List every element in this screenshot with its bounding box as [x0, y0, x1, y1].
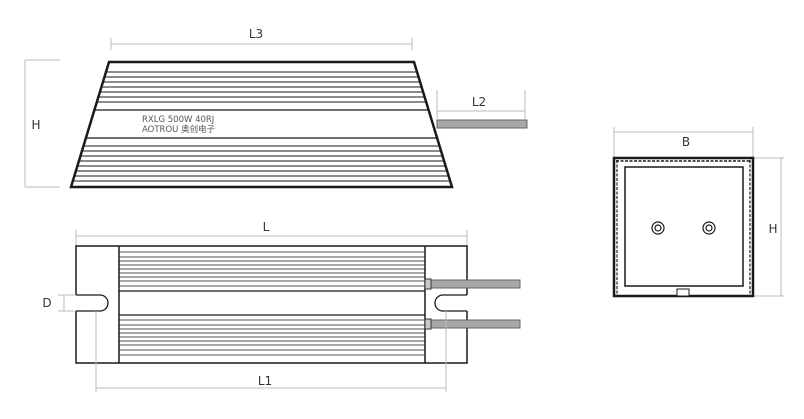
l3-dimension: L3: [110, 27, 413, 50]
finned-body: [118, 246, 426, 363]
side-lead-wire: [436, 119, 528, 129]
l2-label: L2: [472, 95, 486, 109]
right-terminal-icon: [702, 221, 716, 235]
end-housing-inner: [624, 166, 744, 287]
brand-label: AOTROU 奥创电子: [142, 124, 216, 135]
trapezoid-body: RXLG 500W 40RJ AOTROU 奥创电子: [69, 60, 454, 189]
top-fins: [95, 71, 428, 111]
b-dimension: B: [613, 127, 754, 158]
lower-lead-crimp: [424, 318, 432, 330]
h-right-dimension: H: [754, 157, 784, 297]
bottom-fins: [74, 137, 450, 182]
end-housing-notch: [676, 288, 690, 297]
l1-dimension: L1: [95, 311, 447, 392]
upper-lead-wire: [430, 279, 521, 289]
b-label: B: [682, 135, 690, 149]
flange-plate: [75, 245, 468, 364]
upper-lead-crimp: [424, 278, 432, 290]
l2-dimension: L2: [436, 90, 526, 120]
lower-lead-wire: [430, 319, 521, 329]
d-dimension: D: [42, 294, 76, 312]
h-right-label: H: [768, 222, 777, 236]
l1-label: L1: [258, 374, 272, 388]
end-view: B H: [612, 127, 784, 298]
l3-label: L3: [249, 27, 263, 41]
l-dimension: L: [75, 220, 468, 246]
left-terminal-icon: [651, 221, 665, 235]
plan-view: L: [42, 220, 521, 392]
h-left-label: H: [31, 118, 40, 132]
d-label: D: [42, 296, 51, 310]
h-left-dimension: H: [24, 59, 60, 188]
left-mounting-slot: [75, 294, 109, 312]
l-label: L: [263, 220, 270, 234]
plan-lead-wires: [424, 278, 521, 330]
side-view: L3 H: [24, 27, 528, 189]
right-mounting-slot: [434, 294, 469, 312]
model-label: RXLG 500W 40RJ: [142, 115, 214, 125]
